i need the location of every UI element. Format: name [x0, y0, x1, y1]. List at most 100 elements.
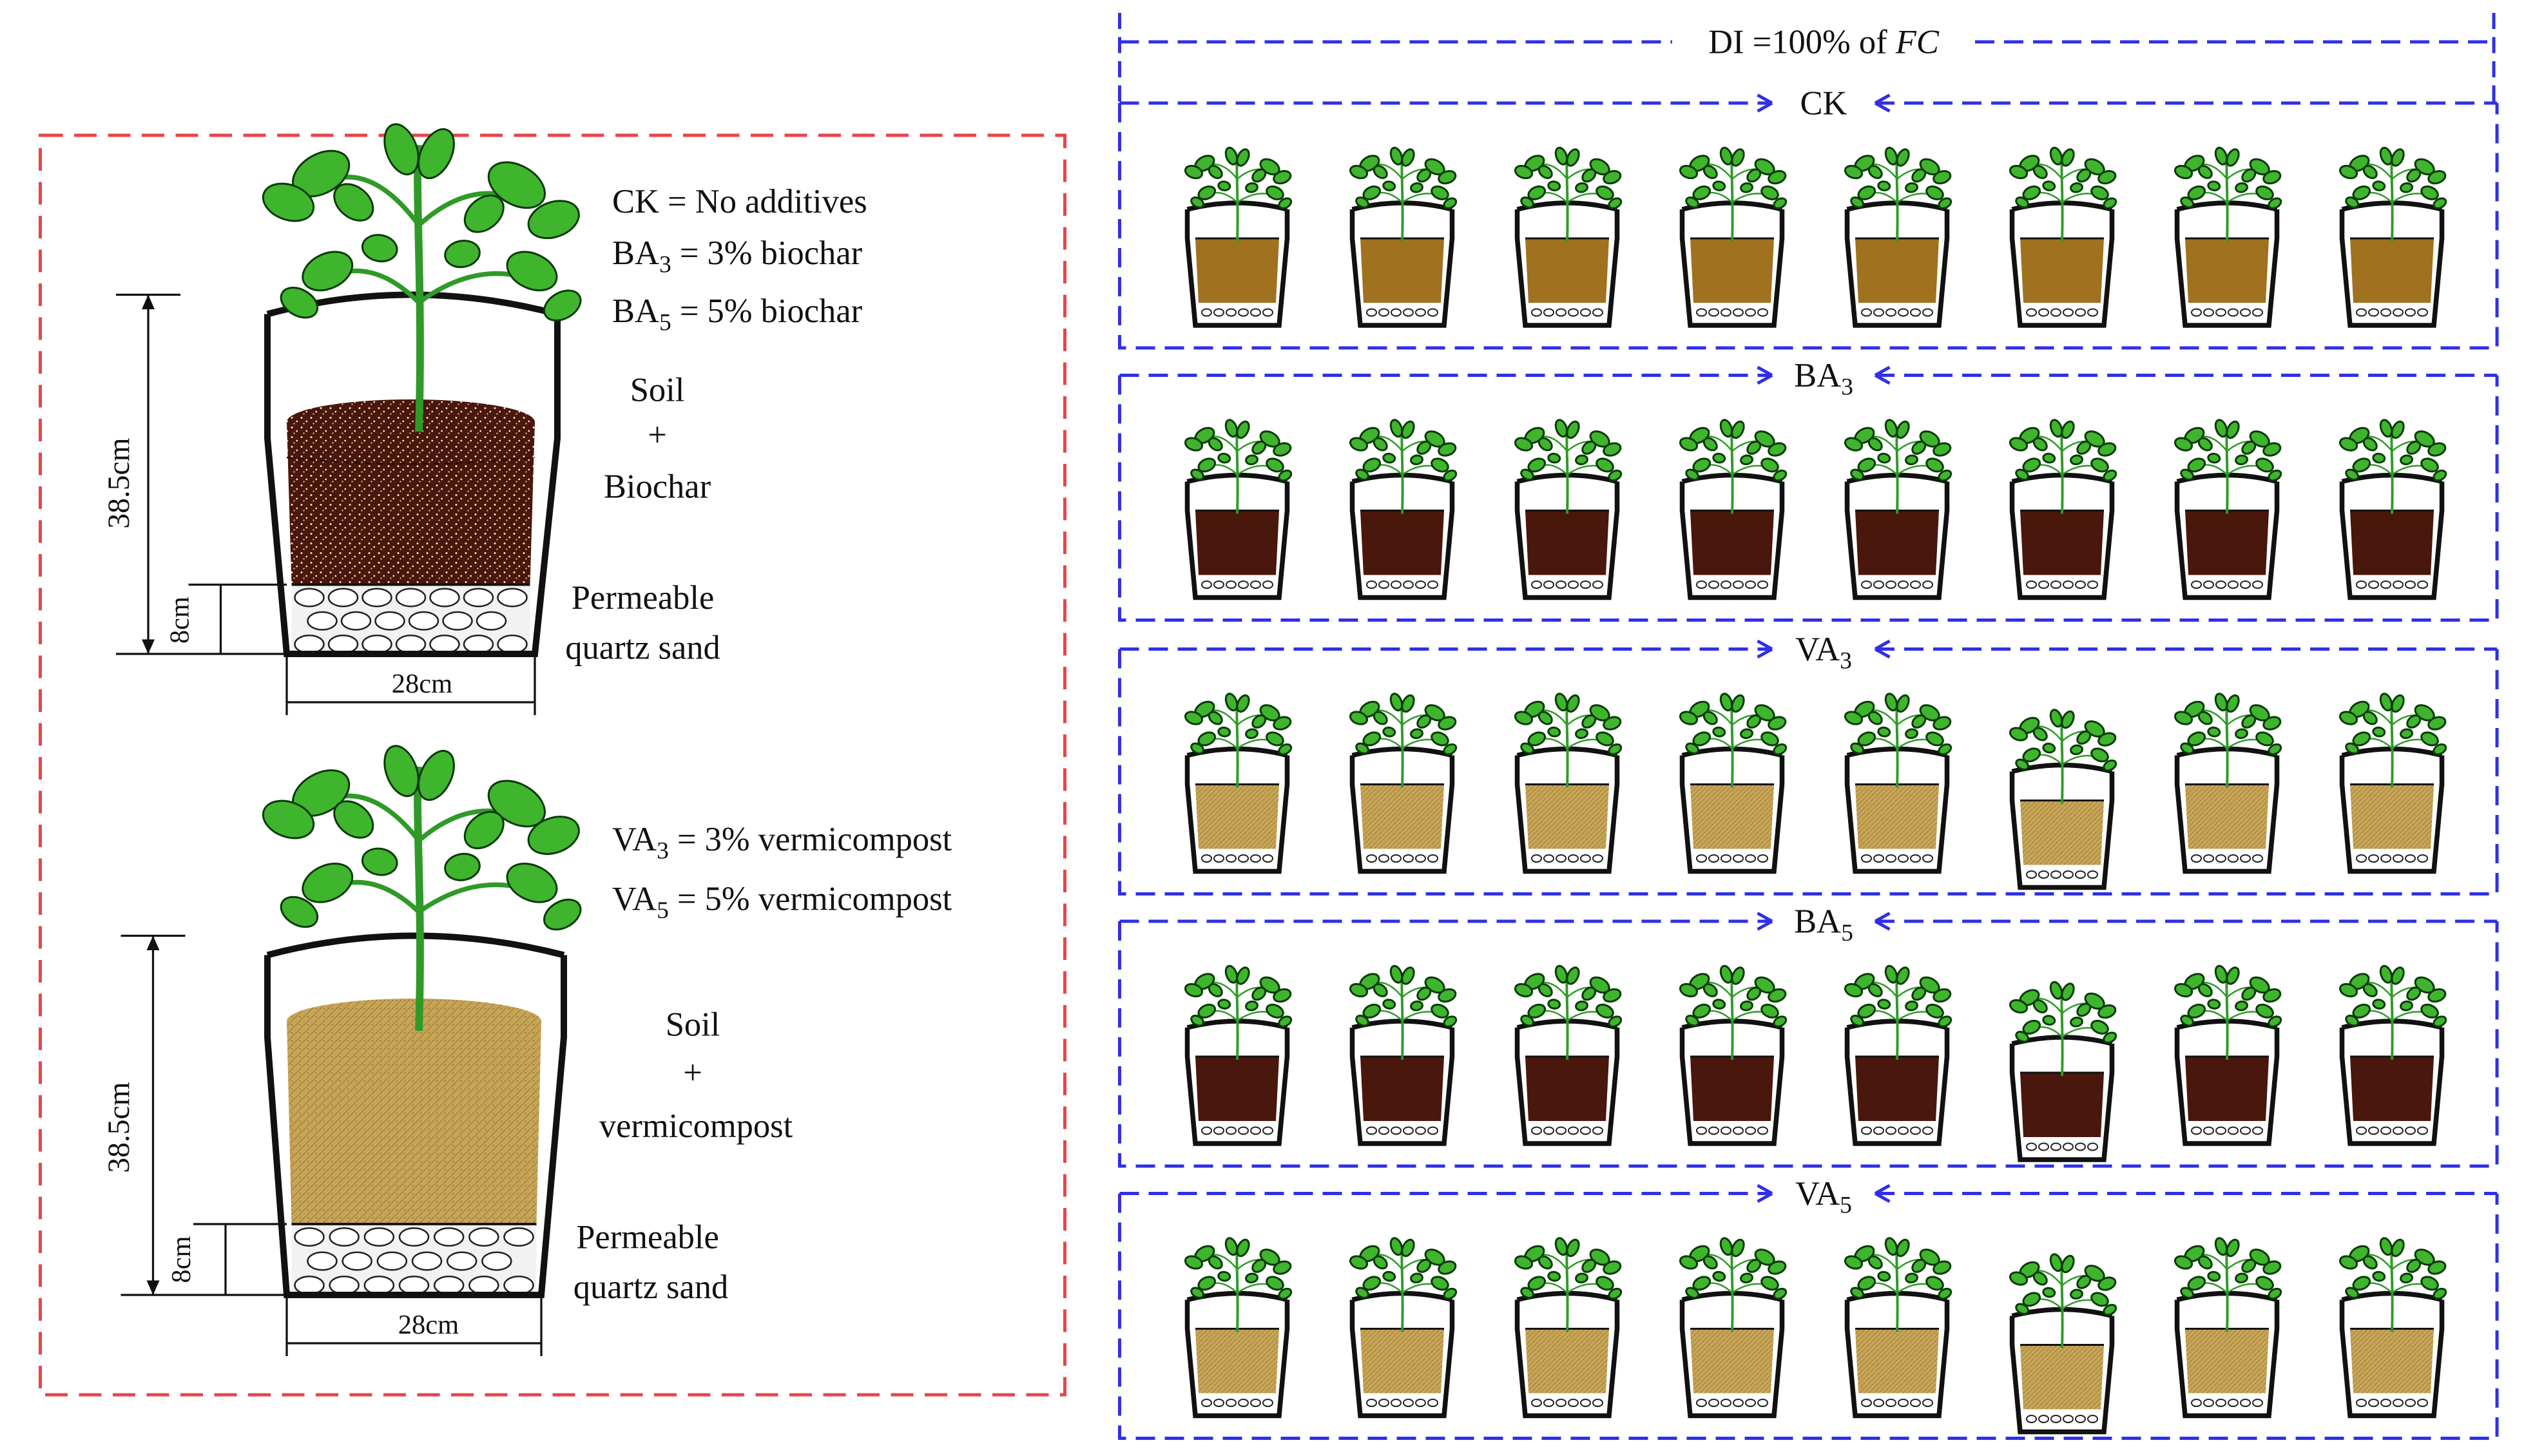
plant-leaf [1867, 983, 1883, 997]
small-pot-pebble [1744, 854, 1756, 863]
small-pot-soil [1195, 510, 1279, 575]
plant-leaf [2379, 419, 2393, 438]
plant-leaf [2255, 1276, 2274, 1291]
small-pot-pebble [1414, 580, 1426, 589]
plant-leaf [1245, 454, 1258, 466]
plant-leaf [1768, 716, 1787, 731]
plant-leaf [2268, 1015, 2282, 1028]
plant-leaf [2174, 982, 2193, 998]
plant-leaf [1355, 468, 1370, 481]
small-pot-pebble [2026, 308, 2037, 317]
small-pot-wall [2174, 481, 2280, 600]
plant-leaf [1355, 1015, 1370, 1027]
small-pot-pebble [2227, 308, 2239, 317]
small-pot-pebble [2368, 580, 2380, 589]
small-pot-pebble [1556, 1126, 1567, 1135]
sand-pebble [395, 635, 427, 654]
small-pot-pebble [2075, 1142, 2087, 1151]
small-pot-wall [2339, 481, 2445, 600]
small-pot-pebble [1378, 1126, 1389, 1135]
plant-leaf [1190, 1287, 1205, 1299]
plant-leaf [1197, 185, 1217, 200]
plant-leaf [2255, 731, 2274, 747]
small-pot-pebble [1580, 580, 1592, 589]
vermi-sand-label-1: Permeable [576, 1219, 719, 1256]
legend-ck: CK = No additives [612, 183, 867, 220]
plant-leaf [1197, 1003, 1217, 1019]
plant-leaf [1538, 165, 1553, 179]
plant-leaf [2391, 420, 2405, 439]
plant-leaf [2097, 1276, 2117, 1291]
plant-leaf [1438, 169, 1457, 185]
sand-pebble [294, 1227, 325, 1247]
small-pot-soil [1525, 784, 1609, 849]
plant-leaf [1925, 457, 1944, 473]
small-pot-pebble [2087, 308, 2098, 317]
small-pot-pebble [1427, 308, 1439, 317]
plant-leaf [1278, 1015, 1293, 1028]
plant-leaf [1245, 728, 1258, 740]
pot-wall [264, 955, 567, 1298]
sand-pebble [411, 1251, 443, 1271]
plant-leaf [444, 240, 481, 269]
plant-leaf [1520, 1287, 1535, 1299]
small-pot-pebble [1721, 308, 1732, 317]
small-pot-wall [1514, 209, 1620, 328]
plant-leaf [1911, 714, 1927, 729]
plant-leaf [1581, 1258, 1597, 1273]
plant-leaf [1867, 1255, 1883, 1270]
plant-leaf [1850, 468, 1865, 481]
small-pot-soil [1360, 1328, 1444, 1394]
small-pot-pebble [2050, 580, 2061, 589]
row-arrow-left [1757, 93, 1773, 113]
plant-leaf [2255, 185, 2274, 200]
plant-leaf [2262, 169, 2282, 185]
small-pot-pebble [2215, 1126, 2226, 1135]
plant-leaf [1911, 986, 1927, 1001]
small-pot-pebble [2203, 1126, 2214, 1135]
small-pot-pebble [2392, 1126, 2404, 1135]
plant-leaf [1514, 164, 1534, 180]
plant-stem [2390, 1245, 2394, 1332]
small-pot-pebble [2087, 870, 2098, 879]
small-pot-pebble [2392, 1398, 2404, 1407]
plant-leaf [1373, 437, 1388, 452]
plant-leaf [2042, 1287, 2056, 1298]
sand-pebble [408, 611, 439, 631]
plant-leaf [2103, 197, 2117, 209]
small-pot-pebble [2392, 308, 2404, 317]
plant-leaf [2427, 442, 2447, 457]
small-pot [2174, 964, 2282, 1146]
plant-leaf [1278, 1287, 1293, 1300]
small-pot-pebble [1556, 1398, 1567, 1407]
small-pot-pebble [2203, 308, 2214, 317]
plant-leaf [1538, 437, 1553, 452]
plant-leaf [1719, 964, 1733, 984]
small-pot-pebble [2026, 580, 2037, 589]
plant-leaf [2427, 169, 2447, 185]
small-pot [1514, 1237, 1623, 1419]
plant-leaf [1719, 1237, 1733, 1256]
plant-leaf [2235, 728, 2248, 740]
small-pot [1679, 419, 1788, 600]
plant-leaf [1236, 420, 1250, 439]
plant-leaf [2362, 1255, 2378, 1270]
plant-leaf [2226, 1238, 2240, 1258]
small-pot-pebble [2203, 580, 2214, 589]
plant-leaf [1608, 1015, 1623, 1028]
plant-leaf [2049, 709, 2063, 728]
small-pot [1184, 419, 1293, 600]
small-pot-pebble [1733, 854, 1744, 863]
small-pot [1349, 693, 1458, 874]
small-pot [1184, 693, 1293, 874]
small-pot-pebble [1530, 308, 1542, 317]
small-pot-pebble [1414, 854, 1426, 863]
small-pot-wall [1679, 209, 1785, 328]
plant-leaf [2180, 1287, 2195, 1299]
plant-leaf [1389, 693, 1403, 712]
small-pot-wall [1844, 1028, 1950, 1146]
small-pot-pebble [1757, 308, 1768, 317]
small-pot-pebble [1427, 1126, 1439, 1135]
plant-leaf [1389, 964, 1403, 984]
plant-leaf [1236, 1238, 1250, 1258]
